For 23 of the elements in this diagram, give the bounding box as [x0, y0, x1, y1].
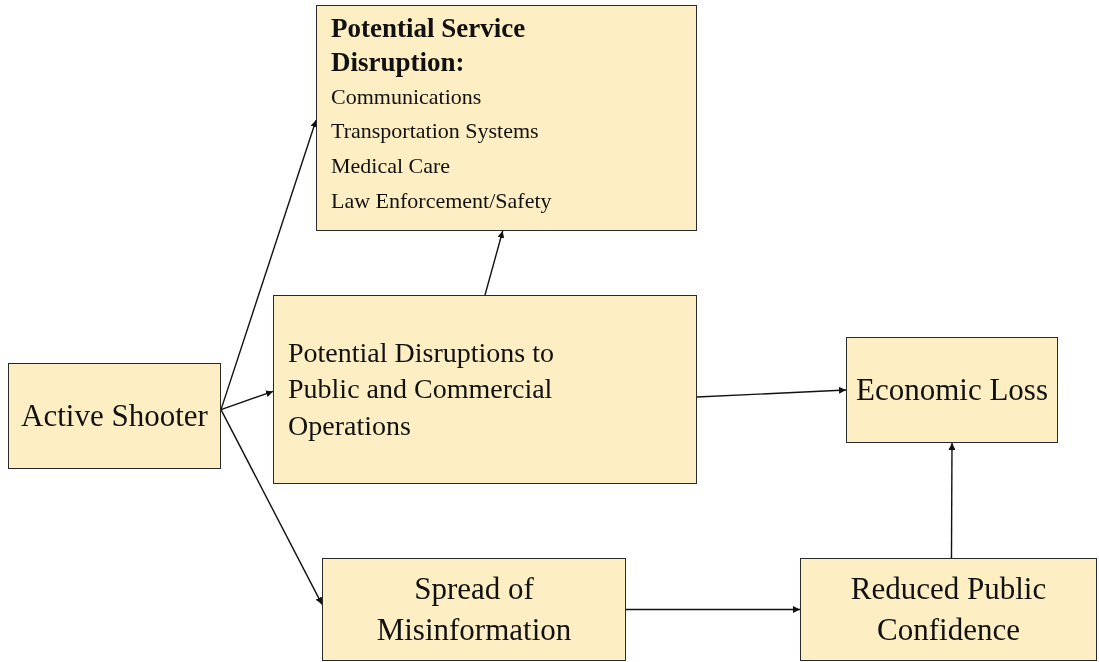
- box-label: Potential Disruptions to Public and Commercial Operations: [288, 335, 555, 443]
- box-label: Spread of Misinformation: [375, 570, 573, 649]
- arrow: [696, 386, 847, 398]
- process-box: [316, 5, 697, 231]
- process-box: [322, 558, 626, 661]
- arrow: [484, 230, 505, 296]
- arrow: [220, 408, 323, 606]
- box-label: Reduced Public Confidence: [849, 570, 1048, 649]
- process-box: [8, 363, 221, 469]
- arrow: [220, 390, 274, 411]
- process-box: [846, 337, 1058, 443]
- list-item: Medical Care: [331, 152, 451, 180]
- process-box: [800, 558, 1097, 661]
- process-box: [273, 295, 697, 484]
- box-heading: Potential Service Disruption:: [331, 12, 527, 79]
- arrow: [948, 442, 956, 559]
- list-item: Transportation Systems: [331, 117, 539, 146]
- box-label: Active Shooter: [21, 396, 208, 435]
- list-item: Communications: [331, 82, 482, 111]
- list-item: Law Enforcement/Safety: [331, 186, 552, 215]
- arrow: [625, 606, 801, 613]
- box-label: Economic Loss: [856, 370, 1048, 409]
- arrow: [220, 119, 318, 411]
